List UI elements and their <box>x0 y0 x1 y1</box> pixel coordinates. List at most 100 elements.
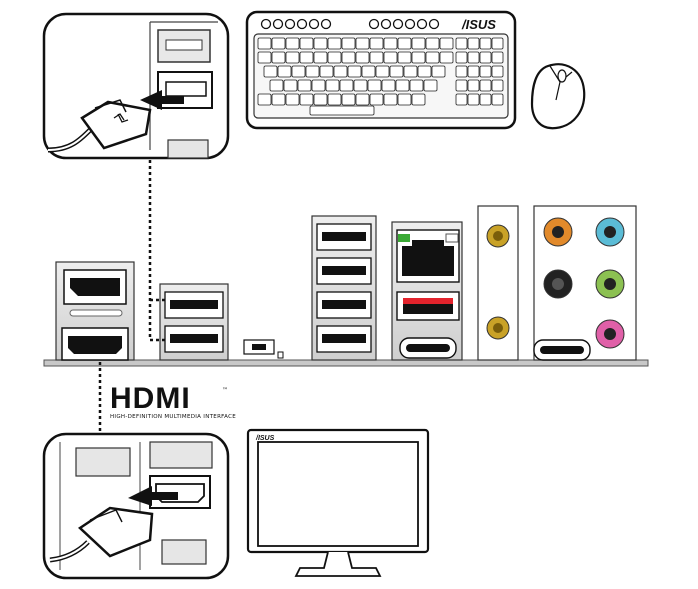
keyboard-key <box>381 79 396 92</box>
keyboard-key <box>333 65 348 78</box>
keyboard-key <box>369 51 384 64</box>
usb-port-tongue <box>322 232 366 241</box>
numpad-key <box>491 51 504 64</box>
keyboard-key <box>325 79 340 92</box>
keyboard-key <box>389 65 404 78</box>
keyboard-key <box>313 37 328 50</box>
keyboard-media-button <box>260 18 272 30</box>
rear-io-panel <box>43 205 649 367</box>
keyboard-hotkey-button <box>428 18 440 30</box>
hdmi-logo-text: HDMI <box>110 382 191 415</box>
usb-plug-icon <box>47 99 152 153</box>
keyboard-key <box>409 79 424 92</box>
audio-jack-green <box>595 269 625 299</box>
keyboard-key <box>299 37 314 50</box>
keyboard-media-button <box>296 18 308 30</box>
antenna-connector-bottom <box>486 316 510 340</box>
keyboard-key <box>313 51 328 64</box>
numpad-key <box>491 93 504 106</box>
keyboard-key <box>257 51 272 64</box>
audio-block <box>533 205 637 361</box>
keyboard: /ISUS <box>245 10 517 130</box>
keyboard-key <box>311 79 326 92</box>
keyboard-key <box>369 93 384 106</box>
keyboard-key <box>383 37 398 50</box>
keyboard-key <box>327 51 342 64</box>
numpad-key <box>455 93 468 106</box>
keyboard-key <box>397 93 412 106</box>
mouse <box>530 63 586 130</box>
hdmi-logo: HDMI ™ HIGH-DEFINITION MULTIMEDIA INTERF… <box>110 382 236 420</box>
keyboard-key <box>257 93 272 106</box>
connector-lines <box>98 160 166 432</box>
keyboard-key <box>375 65 390 78</box>
numpad-key <box>491 37 504 50</box>
display-output-block <box>55 261 135 361</box>
audio-jack-orange <box>543 217 573 247</box>
keyboard-key <box>397 51 412 64</box>
keyboard-key <box>327 93 342 106</box>
keyboard-key <box>271 93 286 106</box>
keyboard-key <box>291 65 306 78</box>
keyboard-hotkey-button <box>368 18 380 30</box>
keyboard-key <box>411 93 426 106</box>
bios-flashback-button <box>243 339 284 359</box>
hdmi-plug-icon <box>49 506 154 563</box>
keyboard-hotkey-button <box>416 18 428 30</box>
keyboard-hotkey-button <box>380 18 392 30</box>
keyboard-media-button <box>284 18 296 30</box>
numpad-key <box>467 65 480 78</box>
keyboard-key <box>355 51 370 64</box>
spacebar-key <box>309 105 375 116</box>
audio-jack-pink <box>595 319 625 349</box>
keyboard-key <box>299 51 314 64</box>
keyboard-key <box>355 37 370 50</box>
keyboard-key <box>367 79 382 92</box>
keyboard-key <box>423 79 438 92</box>
usb-port-tongue <box>322 266 366 275</box>
audio-jack-blue <box>595 217 625 247</box>
keyboard-media-button <box>272 18 284 30</box>
keyboard-media-button <box>308 18 320 30</box>
keyboard-key <box>283 79 298 92</box>
numpad-key <box>455 65 468 78</box>
keyboard-key <box>431 65 446 78</box>
keyboard-key <box>299 93 314 106</box>
keyboard-key <box>271 37 286 50</box>
numpad-key <box>455 51 468 64</box>
keyboard-key <box>355 93 370 106</box>
keyboard-media-buttons <box>260 18 440 30</box>
keyboard-key <box>277 65 292 78</box>
keyboard-key <box>297 79 312 92</box>
numpad-key <box>479 79 492 92</box>
keyboard-key <box>269 79 284 92</box>
numpad-key <box>455 37 468 50</box>
keyboard-key <box>305 65 320 78</box>
keyboard-key <box>425 51 440 64</box>
keyboard-key <box>319 65 334 78</box>
numpad-key <box>467 79 480 92</box>
keyboard-key <box>271 51 286 64</box>
usb-port-red <box>396 291 460 321</box>
usb-port-stack-left <box>159 283 229 361</box>
keyboard-key <box>263 65 278 78</box>
audio-jack-black <box>543 269 573 299</box>
keyboard-key <box>417 65 432 78</box>
keyboard-key <box>383 93 398 106</box>
keyboard-key <box>353 79 368 92</box>
hdmi-trademark: ™ <box>222 387 228 394</box>
keyboard-key <box>285 51 300 64</box>
keyboard-key <box>361 65 376 78</box>
keyboard-hotkey-button <box>392 18 404 30</box>
monitor: /ISUS <box>246 428 430 577</box>
keyboard-key <box>347 65 362 78</box>
keyboard-key <box>313 93 328 106</box>
usb-port-tongue <box>322 300 366 309</box>
numpad-key <box>467 37 480 50</box>
keyboard-media-button <box>320 18 332 30</box>
keyboard-key <box>411 51 426 64</box>
usb-port-stack-quad <box>311 215 377 361</box>
usb-c-port-center <box>399 337 457 359</box>
lan-usb-block <box>391 221 463 361</box>
